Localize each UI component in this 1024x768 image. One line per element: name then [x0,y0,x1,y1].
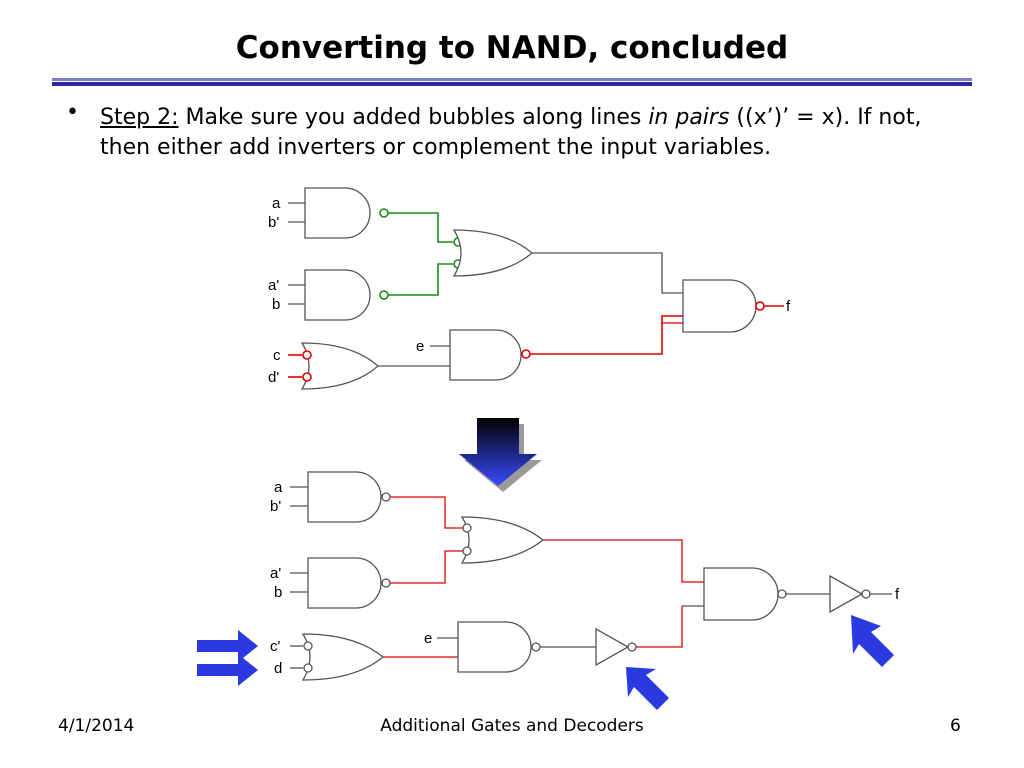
diagonal-arrow-icon-middle [626,667,669,710]
bottom-or-gate-cd [301,633,385,681]
bottom-bubble-and2 [381,578,391,588]
top-label-d-prime: d' [268,369,279,386]
top-or-gate [452,229,534,277]
bottom-and-gate-e [457,621,532,673]
top-bubble-and2 [379,290,389,300]
diagonal-arrow-icon-right [851,615,894,667]
top-and-gate-1 [304,187,371,239]
right-arrow-icon-lower [197,654,258,686]
top-or-gate-cd [300,342,379,390]
footer-page-number: 6 [950,716,961,736]
bottom-circuit [290,471,892,681]
bottom-bubble-or-in1 [462,523,472,533]
bottom-bubble-and-e [531,642,541,652]
top-final-and-gate [682,279,757,333]
bottom-bubble-or-in2 [462,546,472,556]
bottom-and-gate-1 [307,471,382,523]
bottom-labels: a b' a' b c' d e f [270,479,900,677]
bottom-bubble-inverter-out [861,589,871,599]
bottom-output-inverter [829,574,864,614]
top-labels: a b' a' b c d' e f [268,195,791,386]
bottom-bubble-d [303,663,313,673]
bottom-middle-inverter [595,627,630,667]
slide-title: Converting to NAND, concluded [235,30,789,66]
bottom-bubble-out [777,589,787,599]
top-label-c: c [273,347,281,364]
title-rule-light [52,78,972,81]
bullet-marker: • [66,100,79,125]
top-label-f: f [786,298,791,315]
bottom-bubble-and1 [381,492,391,502]
top-label-b-prime: b' [268,214,279,231]
title-rule-dark [52,82,972,86]
top-bubble-d [302,372,312,382]
bottom-or-gate [460,516,545,564]
bullet-text-italic: in pairs [648,105,730,130]
footer-date: 4/1/2014 [58,716,135,736]
top-bubble-and-e [521,349,531,359]
bottom-label-a-prime: a' [270,565,281,582]
bottom-label-b-prime: b' [270,498,281,515]
top-label-a: a [272,195,281,212]
footer-title: Additional Gates and Decoders [380,716,644,736]
step-label: Step 2: [100,105,179,130]
bullet-text: Step 2: Make sure you added bubbles alon… [100,103,950,163]
top-label-b: b [272,296,280,313]
top-and-gate-e [449,329,522,381]
bottom-bubble-c [303,641,313,651]
bottom-label-e: e [424,630,432,647]
bullet-text-a: Make sure you added bubbles along lines [178,105,649,130]
top-label-a-prime: a' [268,277,279,294]
top-bubble-c [302,350,312,360]
right-arrow-icon-upper [197,630,258,662]
bottom-label-f: f [895,586,900,603]
bullet-text-b: ((x’)’ = x). If not, then either add inv… [100,105,922,160]
top-bubble-out [755,301,765,311]
bottom-label-b: b [274,584,282,601]
bottom-label-c-prime: c' [270,638,281,655]
down-arrow-icon [459,418,542,492]
top-and-gate-2 [304,269,371,321]
bottom-label-d: d [274,660,282,677]
bottom-and-gate-2 [307,557,382,609]
bottom-final-and-gate [703,567,779,621]
bottom-bubble-inverter-mid [627,642,637,652]
top-label-e: e [416,338,424,355]
top-circuit [288,187,784,390]
top-bubble-and1 [379,208,389,218]
bottom-label-a: a [274,479,283,496]
